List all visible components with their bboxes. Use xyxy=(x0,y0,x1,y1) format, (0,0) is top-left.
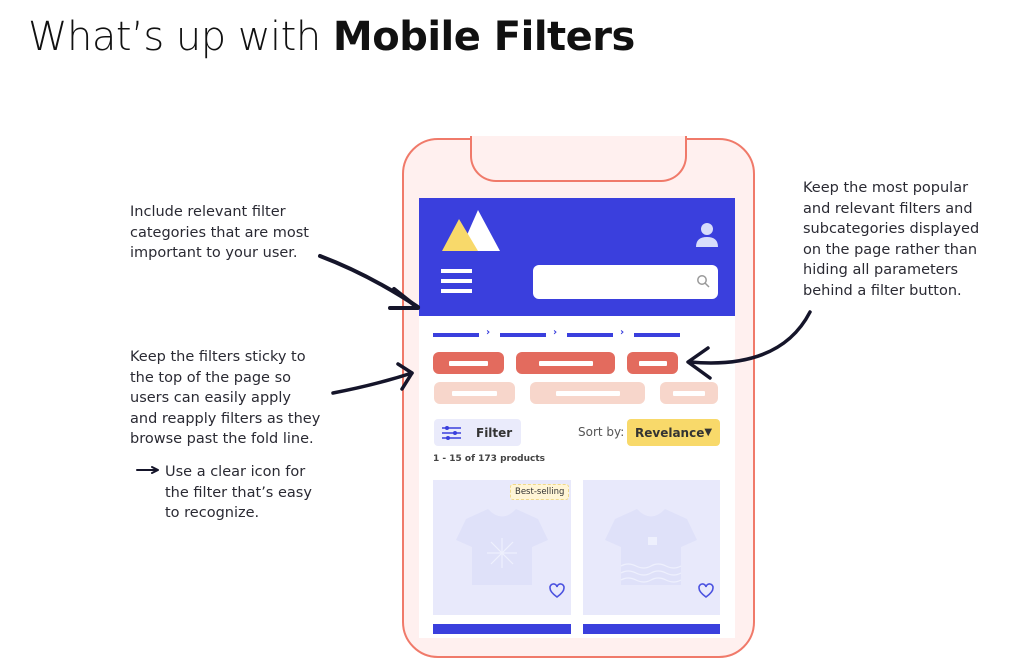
heart-icon xyxy=(698,583,714,598)
search-input[interactable] xyxy=(533,265,718,299)
breadcrumb-item[interactable] xyxy=(634,333,680,337)
filter-chip-active[interactable] xyxy=(433,352,504,374)
filter-chip-active[interactable] xyxy=(516,352,615,374)
sort-value: Revelance xyxy=(635,425,705,440)
product-card[interactable] xyxy=(583,480,720,615)
heart-icon xyxy=(549,583,565,598)
breadcrumb-chevron-icon: › xyxy=(620,327,625,338)
user-icon[interactable] xyxy=(695,222,719,248)
product-card-bar xyxy=(583,624,720,634)
phone-notch xyxy=(470,136,687,182)
breadcrumb-chevron-icon: › xyxy=(486,327,491,338)
breadcrumb-item[interactable] xyxy=(433,333,479,337)
sort-label: Sort by: xyxy=(578,425,625,439)
search-icon[interactable] xyxy=(696,274,710,288)
breadcrumb-item[interactable] xyxy=(567,333,613,337)
logo-icon xyxy=(442,210,500,251)
filter-chip[interactable] xyxy=(660,382,718,404)
filter-chip[interactable] xyxy=(530,382,645,404)
sort-dropdown[interactable]: Revelance ▼ xyxy=(627,419,720,446)
page-title: What’s up with Mobile Filters xyxy=(28,14,635,60)
product-card[interactable] xyxy=(433,480,571,615)
filter-chip-active[interactable] xyxy=(627,352,678,374)
menu-icon[interactable] xyxy=(440,268,474,296)
product-card-bar xyxy=(433,624,571,634)
product-count: 1 - 15 of 173 products xyxy=(433,454,545,464)
breadcrumb-chevron-icon: › xyxy=(553,327,558,338)
best-selling-badge: Best-selling xyxy=(510,484,570,500)
caret-down-icon: ▼ xyxy=(704,427,713,438)
arrowhead-icon xyxy=(151,466,159,474)
tshirt-icon xyxy=(456,509,565,598)
filter-button[interactable]: Filter xyxy=(434,419,521,446)
breadcrumb-item[interactable] xyxy=(500,333,546,337)
tshirt-icon xyxy=(605,509,714,598)
filter-sliders-icon xyxy=(442,425,461,440)
filter-label: Filter xyxy=(476,425,513,440)
filter-chip[interactable] xyxy=(434,382,515,404)
arrow-icon xyxy=(331,371,414,395)
